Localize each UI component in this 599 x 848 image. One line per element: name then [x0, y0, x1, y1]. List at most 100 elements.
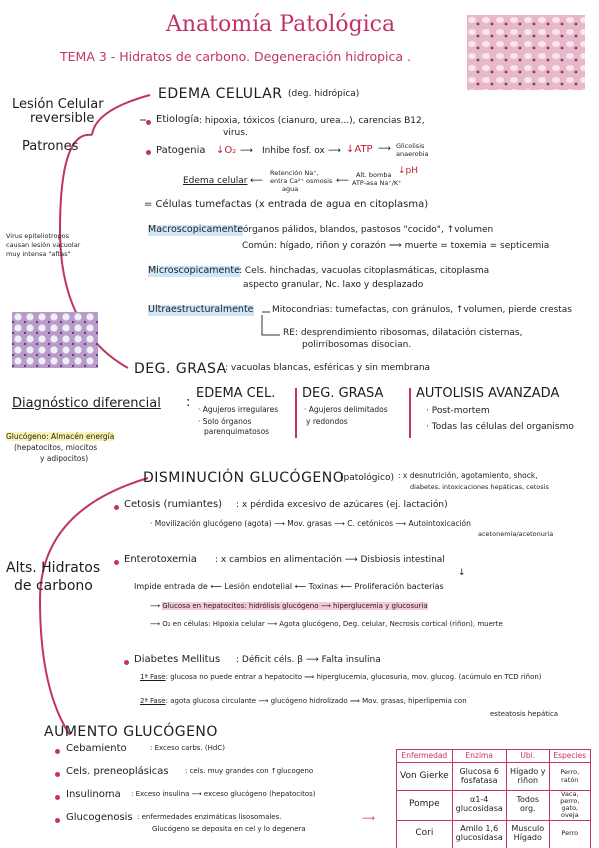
pat-edema: Edema celular [183, 176, 248, 186]
aumento-item4-text-2: Glucógeno se deposita en cel y lo degene… [152, 825, 306, 833]
table-row: Pompe α1-4 glucosidasa Todos org. Vaca, … [396, 790, 591, 821]
aumento-item3-text: : Exceso insulina ⟶ exceso glucógeno (he… [131, 790, 316, 798]
bullet [124, 660, 129, 665]
bullet [55, 749, 60, 754]
dif-col3-line1: · Post-mortem [426, 406, 490, 416]
o2-row: ⟶ O₂ en células: Hipoxia celular ⟶ Agota… [150, 620, 503, 628]
table-cell: Amilo 1,6 glucosidasa [451, 819, 507, 848]
impide-text: Impide entrada de ⟵ Lesión endotelial ⟵ … [134, 582, 444, 591]
patrones-label: Patrones [22, 139, 79, 154]
entero-text: : x cambios en alimentación ⟶ Disbiosis … [215, 555, 445, 565]
macro-text: : órganos pálidos, blandos, pastosos "co… [237, 225, 494, 235]
movilizacion-note: acetonemia/acetonuria [478, 530, 554, 538]
dif-col3-title: AUTOLISIS AVANZADA [416, 386, 560, 401]
etiologia-label: Etiología [156, 114, 200, 125]
glucosa-row-text: Glucosa en hepatocitos: hidrólisis glucó… [162, 602, 428, 610]
pat-atp: ↓ATP [346, 144, 373, 155]
entero-label: Enterotoxemia [124, 554, 197, 565]
alts-label-2: de carbono [14, 578, 93, 594]
etiologia-text-2: virus. [223, 128, 248, 138]
table-cell: Perro, ratón [548, 762, 591, 791]
bullet [114, 560, 119, 565]
pat-arrow-2: ⟶ [328, 146, 341, 156]
aumento-item1-text: : Exceso carbs. (HdC) [150, 744, 225, 752]
virus-note-1: Virus epiteliotropos [6, 232, 69, 240]
table-row: Von Gierke Glucosa 6 fosfatasa Hígado y … [396, 762, 591, 791]
fase1-row: 1ª Fase: glucosa no puede entrar a hepat… [140, 673, 542, 682]
movilizacion-text: · Movilización glucógeno (agota) ⟶ Mov. … [150, 519, 471, 528]
diabetes-label: Diabetes Mellitus [134, 654, 221, 665]
pat-bomba-1: Alt. bomba [356, 171, 392, 179]
macro-label: Macroscopicamente [148, 224, 244, 236]
fase1-label: 1ª Fase [140, 673, 166, 681]
histology-photo-top [467, 15, 585, 90]
micro-text: : Cels. hinchadas, vacuolas citoplasmáti… [239, 266, 490, 276]
diferencial-label: Diagnóstico diferencial [12, 396, 161, 411]
aumento-item3-label: Insulinoma [66, 789, 121, 800]
pat-arrow-3: ⟶ [378, 144, 391, 154]
table-cell: Perro [548, 819, 591, 848]
o2-row-text: O₂ en células: Hipoxia celular ⟶ Agota g… [162, 620, 503, 628]
table-cell: Todos org. [505, 790, 550, 821]
pat-glico-1: Glicolisis [396, 142, 425, 150]
pat-ph: ↓pH [398, 166, 419, 176]
glucogeno-note-3: y adipocitos) [40, 454, 89, 463]
bullet [55, 772, 60, 777]
edema-title-note: (deg. hidrópica) [288, 89, 360, 99]
table-cell: α1-4 glucosidasa [451, 790, 507, 821]
dif-col1-line3: parenquimatosos [204, 427, 270, 436]
edema-title: EDEMA CELULAR [158, 86, 283, 102]
virus-note-3: muy intensa "aftas" [6, 250, 71, 258]
re-text-2: polirribosomas disocian. [302, 340, 412, 350]
pat-glico-2: anaerobia [396, 150, 429, 158]
tumefactas-text: = Células tumefactas (x entrada de agua … [144, 199, 429, 210]
virus-note-2: causan lesión vacuolar [6, 241, 81, 249]
bullet [146, 120, 151, 125]
fase2-text: : agota glucosa circulante ⟶ glucógeno h… [165, 697, 467, 705]
table-row: Cori Amilo 1,6 glucosidasa Musculo Hígad… [396, 819, 591, 848]
patogenia-label: Patogenia [156, 145, 206, 156]
table-header-row: Enfermedad Enzima Ubi. Especies [396, 749, 591, 763]
table-cell: Musculo Hígado [505, 819, 550, 848]
etiologia-text: : hipoxia, tóxicos (cianuro, urea...), c… [199, 116, 425, 126]
glucogeno-note-1: Glucógeno: Almacén energía [6, 432, 115, 441]
histology-photo-left [12, 312, 98, 368]
table-header: Enfermedad [396, 749, 453, 763]
aumento-item2-label: Cels. preneoplásicas [66, 766, 169, 777]
dif-col1-title: EDEMA CEL. [196, 386, 276, 401]
dif-col2-title: DEG. GRASA [302, 386, 384, 401]
cetosis-label: Cetosis (rumiantes) [124, 499, 223, 510]
pat-o2: ↓O₂ [216, 145, 237, 156]
macro-text-2: Común: hígado, riñon y corazón ⟹ muerte … [242, 241, 550, 251]
aumento-item4-label: Glucogenosis [66, 812, 133, 823]
dif-col3-line2: · Todas las células del organismo [426, 422, 574, 432]
table-cell: Cori [396, 819, 453, 848]
bullet [55, 818, 60, 823]
micro-text-2: aspecto granular, Nc. laxo y desplazado [243, 280, 424, 290]
pat-inhibe: Inhibe fosf. ox [262, 146, 325, 156]
aumento-item2-text: : cels. muy grandes con ↑glucogeno [185, 767, 314, 775]
arrow-to-table: ⟶ [362, 814, 375, 824]
grasa-title: DEG. GRASA [134, 361, 227, 377]
disminucion-causes-2: diabetes, intoxicaciones hepáticas, ceto… [410, 483, 549, 491]
table-cell: Von Gierke [396, 762, 453, 791]
table-header: Enzima [451, 749, 507, 763]
fase2-row: 2ª Fase: agota glucosa circulante ⟶ gluc… [140, 697, 467, 706]
glucogeno-note-text: Glucógeno: Almacén energía [6, 432, 115, 441]
bullet [114, 505, 119, 510]
dif-col1-line2: · Solo órganos [198, 417, 252, 426]
page-subtitle: TEMA 3 - Hidratos de carbono. Degeneraci… [60, 49, 412, 64]
bullet [55, 795, 60, 800]
alts-label-1: Alts. Hidratos [6, 560, 101, 576]
aumento-item4-text: : enfermedades enzimáticas lisosomales. [137, 813, 282, 821]
pat-bomba-2: ATP-asa Na⁺/K⁺ [352, 179, 402, 187]
table-header: Ubi. [505, 749, 550, 763]
lesion-label-2: reversible [30, 111, 95, 126]
table-cell: Vaca, perro, gato, oveja [548, 790, 591, 821]
mito-text: Mitocondrias: tumefactas, con gránulos, … [272, 305, 572, 315]
lesion-label-1: Lesión Celular [12, 97, 104, 112]
fase2-label: 2ª Fase [140, 697, 166, 705]
aumento-title: AUMENTO GLUCÓGENO [44, 724, 218, 740]
dif-col1-line1: · Agujeros irregulares [198, 405, 279, 414]
table-cell: Pompe [396, 790, 453, 821]
